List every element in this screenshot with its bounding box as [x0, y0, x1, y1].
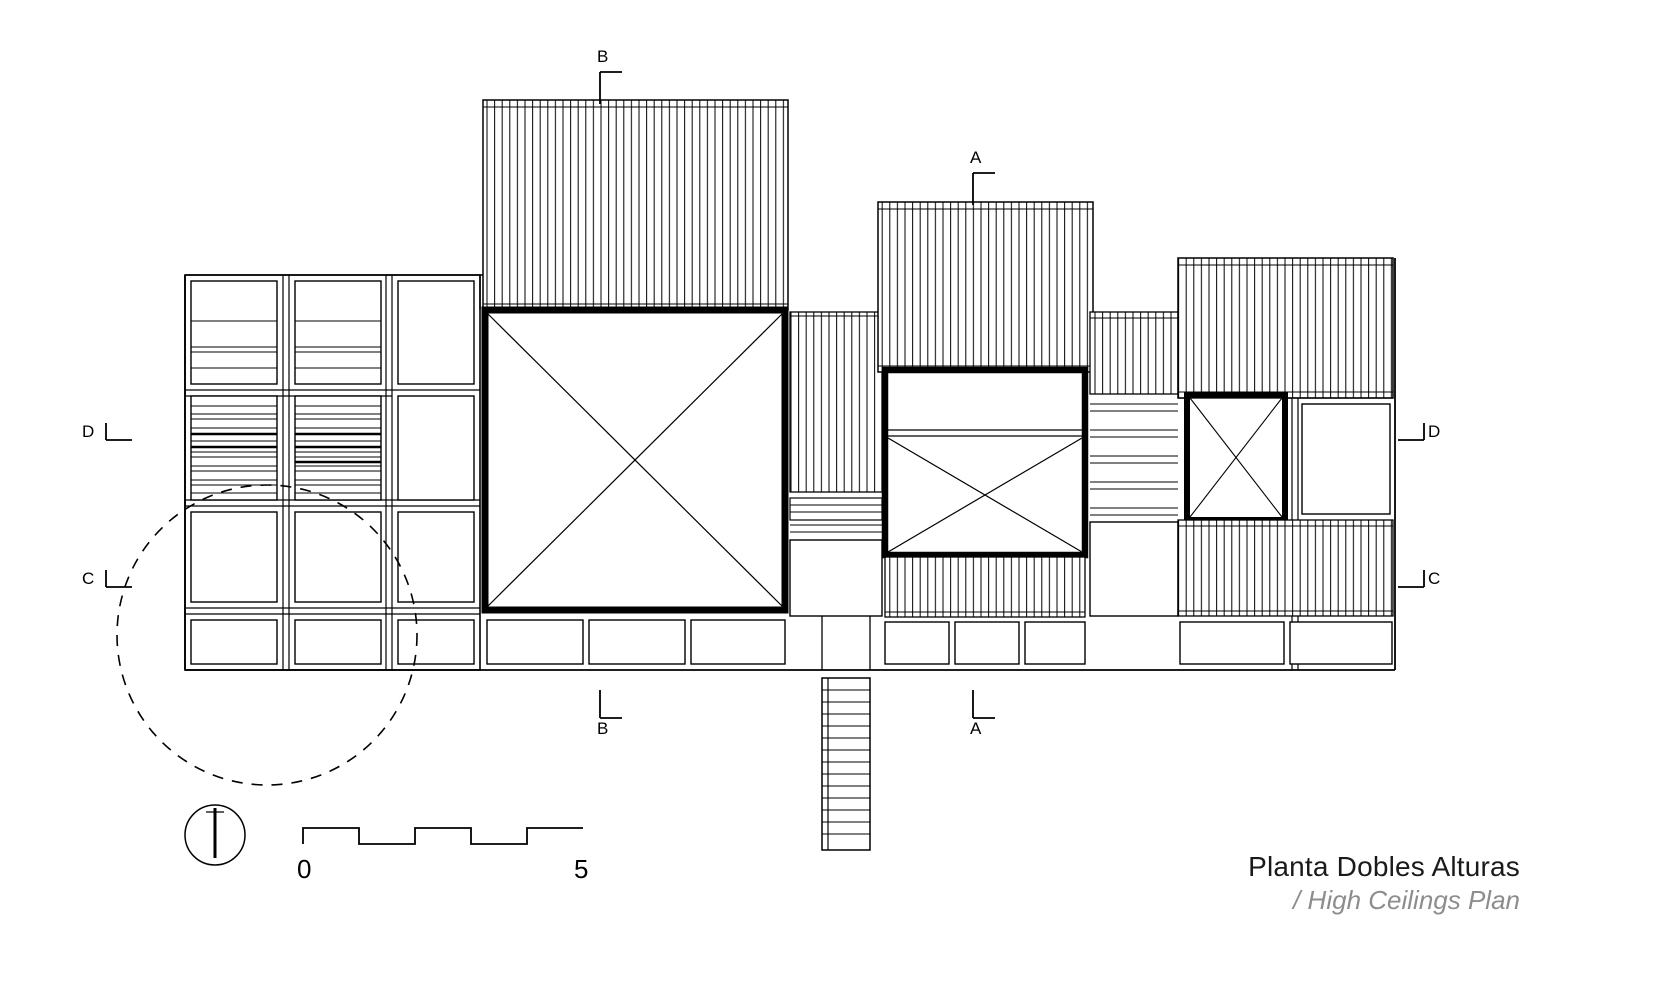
title-block: Planta Dobles Alturas / High Ceilings Pl…: [960, 850, 1520, 916]
hatch-south-center: [884, 556, 1086, 618]
east-wing-cells: [1178, 397, 1393, 670]
hatch-band-west: [789, 311, 883, 617]
south-band-west: [486, 619, 786, 665]
drawing-title: Planta Dobles Alturas: [1248, 851, 1520, 883]
hatch-band-east: [1089, 311, 1179, 617]
drawing-subtitle: / High Ceilings Plan: [1293, 885, 1520, 916]
south-band-east: [1179, 621, 1393, 665]
dashed-reference-circle: [116, 484, 418, 786]
scale-bar-graphic: [302, 827, 583, 845]
west-wing-grid: [184, 274, 481, 671]
void-large-west: [481, 306, 789, 614]
north-arrow-symbol: [184, 804, 246, 866]
void-small-east: [1184, 392, 1288, 523]
hatch-south-east: [1177, 519, 1394, 617]
section-marker-ticks: [105, 71, 1425, 719]
void-mid-center: [881, 366, 1089, 559]
north-center-hatched-block: [877, 201, 1094, 373]
main-slab-outline: [184, 258, 1396, 671]
north-east-hatched-block: [1177, 257, 1394, 399]
stair-run: [821, 616, 871, 851]
south-band-center: [884, 621, 1086, 665]
north-west-hatched-block: [482, 99, 789, 311]
